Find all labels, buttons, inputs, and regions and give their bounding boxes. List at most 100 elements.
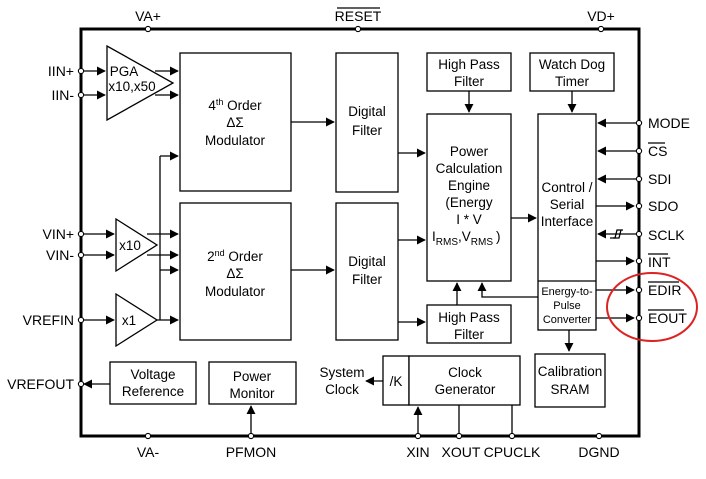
pin-pfmon [247, 432, 255, 440]
pin-iin-minus [77, 91, 85, 99]
calibration-sram [534, 353, 606, 408]
pin-edir-label: EDIR [648, 282, 681, 298]
digital-filter-top-1: Digital [348, 104, 386, 119]
pin-vin-minus-label: VIN- [46, 247, 74, 263]
hpf-bottom-1: High Pass [438, 310, 500, 325]
pin-sdi-label: SDI [648, 171, 671, 187]
pin-eout [635, 314, 643, 322]
modulator-2nd-order [179, 202, 292, 341]
pin-cpuclk-label: CPUCLK [484, 444, 541, 460]
pin-va-minus-label: VA- [137, 444, 160, 460]
pce-line-4: (Energy [445, 195, 493, 210]
pin-vin-plus [77, 230, 85, 238]
vref-1: Voltage [130, 367, 175, 382]
pin-int [635, 257, 643, 265]
pin-reset-label: RESET [335, 8, 382, 24]
pin-int-label: INT [648, 254, 671, 270]
pin-vin-plus-label: VIN+ [42, 226, 74, 242]
pin-dgnd [595, 432, 603, 440]
clock-divider-label: /K [390, 374, 403, 389]
pin-sdo [635, 202, 643, 210]
pin-vrefout-label: VREFOUT [7, 376, 74, 392]
watchdog-2: Timer [555, 74, 589, 89]
watch-dog-timer [529, 52, 615, 92]
power-monitor [208, 361, 297, 405]
pin-sclk [635, 230, 643, 238]
pga-amplifier [106, 44, 175, 122]
vref-2: Reference [122, 384, 184, 399]
mod2-title: 2nd Order [207, 248, 263, 264]
pin-va-plus-label: VA+ [135, 8, 161, 24]
control-3: Interface [541, 214, 594, 229]
pce-line-1: Power [450, 144, 489, 159]
e2p-3: Converter [543, 314, 592, 326]
mod4-label: Modulator [205, 133, 266, 148]
voltage-reference [109, 361, 197, 405]
pin-cs-label: CS [648, 143, 667, 159]
pin-pfmon-label: PFMON [226, 444, 277, 460]
amplifier-x10 [115, 217, 159, 273]
pin-mode [635, 119, 643, 127]
amp-x10-label: x10 [119, 238, 141, 253]
control-serial-interface [537, 113, 597, 331]
pin-sdi [635, 175, 643, 183]
pin-vrefin [77, 316, 85, 324]
clock-gen-2: Generator [435, 382, 496, 397]
e2p-1: Energy-to- [541, 286, 593, 298]
clock-gen-1: Clock [448, 365, 482, 380]
calibration-1: Calibration [538, 364, 603, 379]
pin-vrefin-label: VREFIN [23, 312, 74, 328]
pin-xout [455, 432, 463, 440]
control-1: Control / [541, 180, 592, 195]
pce-line-6: IRMS,VRMS) [432, 229, 501, 248]
pin-va-minus [144, 432, 152, 440]
mod4-delta-sigma: ΔΣ [226, 115, 243, 130]
hpf-bottom-2: Filter [454, 327, 485, 342]
digital-filter-bottom-2: Filter [352, 272, 383, 287]
highlight-ellipse [606, 272, 698, 342]
e2p-2: Pulse [553, 300, 581, 312]
pin-dgnd-label: DGND [578, 444, 619, 460]
watchdog-1: Watch Dog [539, 57, 605, 72]
pga-label-2: x10,x50 [108, 79, 155, 94]
pin-reset [354, 25, 362, 33]
hpf-top-2: Filter [454, 74, 485, 89]
pin-vd-plus-label: VD+ [587, 8, 615, 24]
system-clock-2: Clock [325, 382, 359, 397]
pin-xin [414, 432, 422, 440]
calibration-2: SRAM [550, 382, 589, 397]
hpf-top-1: High Pass [438, 57, 500, 72]
schmitt-trigger-icon [610, 229, 623, 239]
pin-cs [635, 147, 643, 155]
pin-sdo-label: SDO [648, 198, 678, 214]
digital-filter-bottom-1: Digital [348, 254, 386, 269]
pin-vd-plus [597, 25, 605, 33]
pin-va-plus [144, 25, 152, 33]
amplifier-x1 [115, 292, 159, 348]
power-monitor-1: Power [233, 369, 272, 384]
schmitt-trigger-icon-2 [613, 229, 622, 239]
digital-filter-top-2: Filter [352, 123, 383, 138]
modulator-4th-order [179, 52, 292, 192]
amp-x1-label: x1 [122, 313, 136, 328]
pin-iin-plus-label: IIN+ [48, 63, 74, 79]
mod4-title: 4th Order [208, 97, 262, 113]
power-calculation-engine [426, 113, 512, 282]
mod2-delta-sigma: ΔΣ [226, 266, 243, 281]
pin-xin-label: XIN [406, 444, 429, 460]
clock-generator [408, 355, 521, 406]
pce-line-5: I * V [456, 212, 482, 227]
pin-xout-label: XOUT [442, 444, 481, 460]
pin-vrefout [77, 380, 85, 388]
power-monitor-2: Monitor [229, 386, 275, 401]
pce-line-3: Engine [448, 178, 490, 193]
control-2: Serial [550, 197, 585, 212]
pga-label-1: PGA [110, 64, 139, 79]
pin-vin-minus [77, 251, 85, 259]
mod2-label: Modulator [205, 284, 266, 299]
pin-edir [635, 286, 643, 294]
digital-filter-bottom [335, 202, 399, 341]
pin-sclk-label: SCLK [648, 227, 685, 243]
system-clock-1: System [319, 365, 364, 380]
